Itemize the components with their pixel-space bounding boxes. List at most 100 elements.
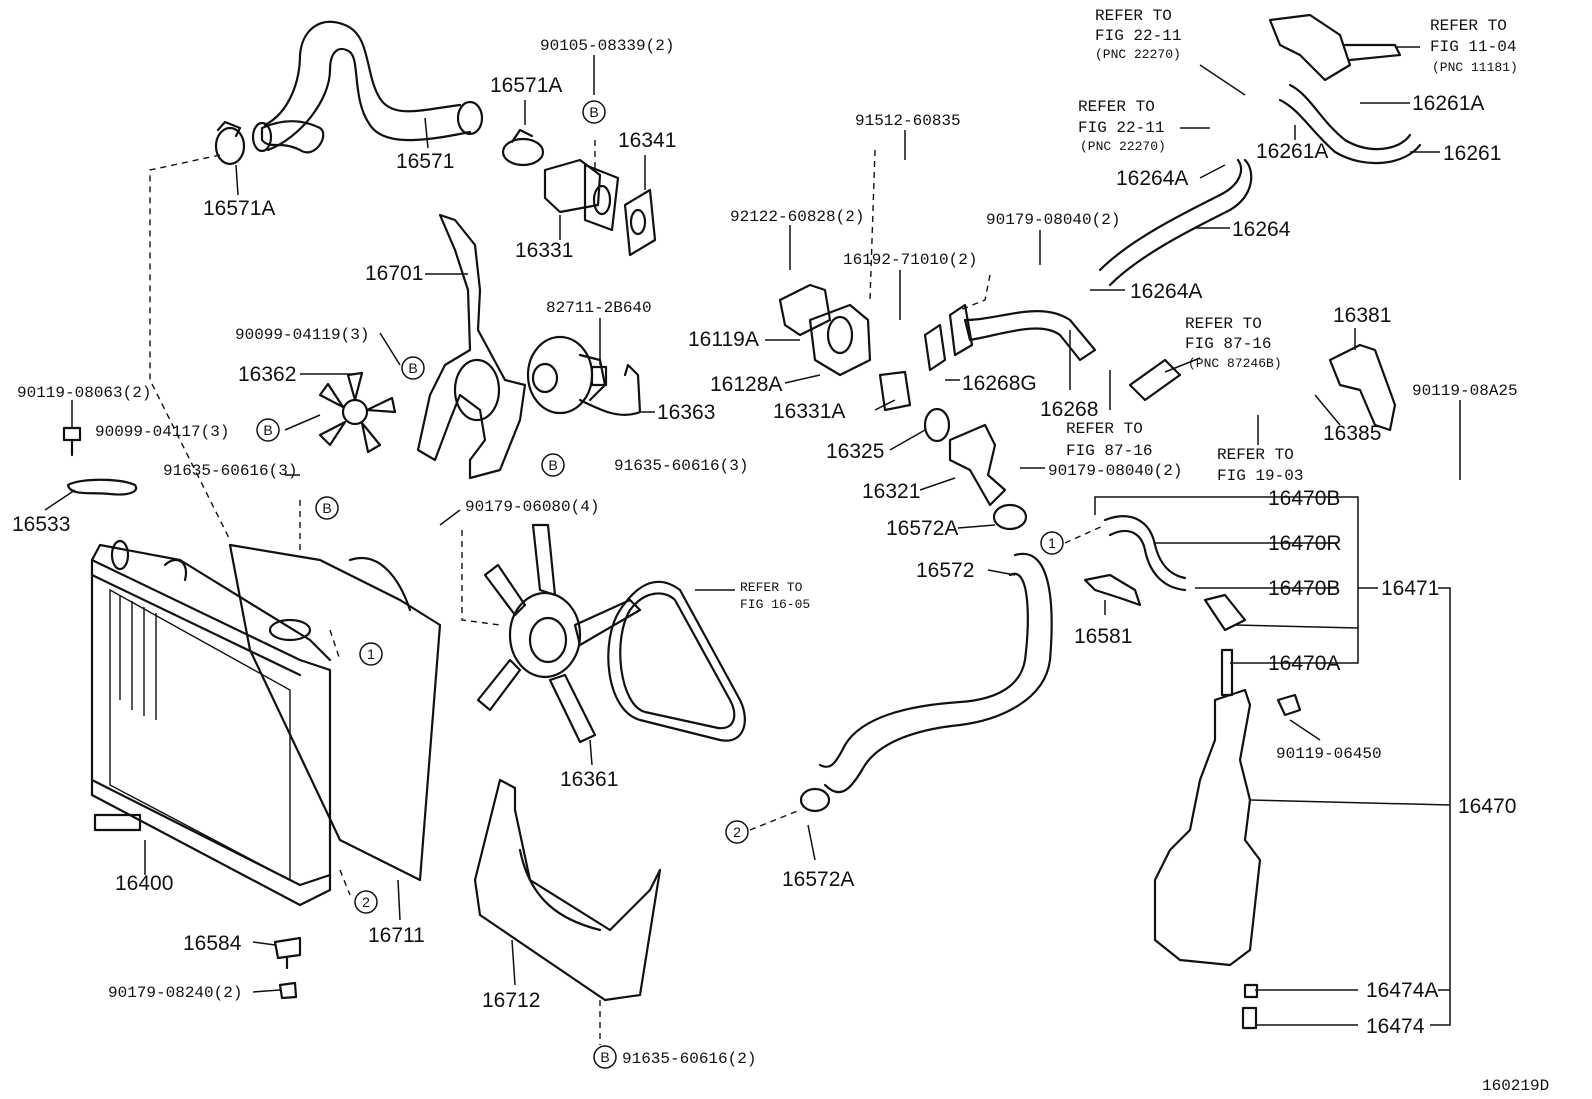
svg-text:B: B — [600, 1049, 609, 1065]
marker-1: 1 — [1040, 531, 1064, 555]
label-16321: 16321 — [862, 480, 920, 503]
grommet-16533 — [66, 478, 138, 496]
svg-text:(PNC 11181): (PNC 11181) — [1432, 60, 1518, 75]
svg-text:1: 1 — [1048, 535, 1056, 551]
water-inlet-16321 — [948, 423, 1028, 531]
svg-text:1: 1 — [367, 646, 375, 662]
leader-lines — [44, 46, 1461, 1026]
label-91635-60616-left: 91635-60616(3) — [163, 462, 297, 480]
label-90119-08063: 90119-08063(2) — [17, 384, 151, 402]
reservoir-hose-16470R — [1103, 515, 1187, 592]
cushion-16584 — [273, 936, 302, 970]
label-16331A: 16331A — [773, 400, 845, 423]
label-16361: 16361 — [560, 768, 618, 791]
label-16264A-top: 16264A — [1116, 167, 1188, 190]
label-16385: 16385 — [1323, 422, 1381, 445]
bypass-hose-16264 — [1098, 158, 1253, 287]
label-91512-60835: 91512-60835 — [855, 112, 961, 130]
label-16584: 16584 — [183, 932, 242, 955]
hose-clamp-16571A-top — [501, 128, 545, 167]
svg-text:REFER TO: REFER TO — [740, 580, 803, 595]
phantom-line — [749, 809, 801, 831]
label-16470B-bottom: 16470B — [1268, 577, 1340, 600]
water-bypass-pipe-16268 — [963, 310, 1097, 362]
marker-b: B — [315, 496, 339, 520]
label-16331: 16331 — [515, 239, 573, 262]
ref-fig-16-05: REFER TO FIG 16-05 — [740, 580, 810, 612]
svg-text:B: B — [263, 422, 272, 438]
fan-motor-16363 — [526, 335, 642, 416]
marker-b: B — [593, 1045, 617, 1069]
svg-text:REFER TO: REFER TO — [1430, 17, 1507, 35]
ref-fig-19-03: REFER TO FIG 19-03 — [1217, 446, 1303, 485]
svg-text:REFER TO: REFER TO — [1095, 7, 1172, 25]
marker-1: 1 — [359, 642, 383, 666]
fan-shroud-bracket-16701 — [416, 213, 527, 480]
phantom-line — [1064, 524, 1106, 544]
label-90179-08040-top: 90179-08040(2) — [986, 211, 1120, 229]
label-16470A: 16470A — [1268, 652, 1340, 675]
phantom-line — [959, 274, 991, 311]
label-16470R: 16470R — [1268, 532, 1342, 555]
svg-text:(PNC 87246B): (PNC 87246B) — [1188, 356, 1282, 371]
label-16581: 16581 — [1074, 625, 1132, 648]
phantom-line — [339, 869, 351, 896]
label-16119A: 16119A — [688, 328, 759, 351]
svg-text:FIG 87-16: FIG 87-16 — [1066, 442, 1152, 460]
label-16571A-top: 16571A — [490, 74, 562, 97]
ref-fig-87-16-bottom: REFER TO FIG 87-16 — [1066, 420, 1152, 460]
phantom-line — [869, 149, 876, 301]
lower-shroud-16712 — [473, 778, 662, 1002]
phantom-line — [461, 530, 501, 626]
thermostat-housing — [778, 283, 974, 443]
svg-text:B: B — [408, 360, 417, 376]
label-82711-2B640: 82711-2B640 — [546, 299, 652, 317]
marker-b: B — [401, 356, 425, 380]
bolt-90179-08240 — [278, 981, 298, 1000]
label-16474: 16474 — [1366, 1015, 1425, 1038]
marker-b: B — [541, 453, 565, 477]
label-16533: 16533 — [12, 513, 70, 536]
label-16363: 16363 — [657, 401, 715, 424]
label-90119-08A25: 90119-08A25 — [1412, 382, 1518, 400]
svg-text:REFER TO: REFER TO — [1066, 420, 1143, 438]
svg-text:FIG 19-03: FIG 19-03 — [1217, 467, 1303, 485]
figure-code: 160219D — [1482, 1077, 1549, 1095]
label-16192-71010: 16192-71010(2) — [843, 251, 977, 269]
svg-text:REFER TO: REFER TO — [1185, 315, 1262, 333]
label-91635-60616-right: 91635-60616(3) — [614, 457, 748, 475]
lower-radiator-hose-16572 — [799, 552, 1053, 813]
label-90179-08240: 90179-08240(2) — [108, 984, 242, 1002]
label-16711: 16711 — [368, 924, 425, 947]
label-16261: 16261 — [1443, 142, 1501, 165]
label-90099-04117: 90099-04117(3) — [95, 423, 229, 441]
marker-2: 2 — [725, 820, 749, 844]
tube-fig87-16 — [1128, 358, 1182, 402]
label-16474A: 16474A — [1366, 979, 1438, 1002]
label-16470B-top: 16470B — [1268, 487, 1340, 510]
marker-b: B — [256, 418, 280, 442]
label-16572A-top: 16572A — [886, 517, 958, 540]
label-16571A-left: 16571A — [203, 197, 275, 220]
bolt-90119-08063 — [62, 426, 82, 457]
svg-text:FIG 16-05: FIG 16-05 — [740, 597, 810, 612]
svg-text:2: 2 — [362, 894, 370, 910]
label-16571: 16571 — [396, 150, 454, 173]
label-16268: 16268 — [1040, 398, 1098, 421]
label-91635-60616-bottom: 91635-60616(2) — [622, 1050, 756, 1068]
label-16362: 16362 — [238, 363, 296, 386]
label-16701: 16701 — [365, 262, 423, 285]
label-90099-04119: 90099-04119(3) — [235, 326, 369, 344]
radiator-16400 — [90, 539, 332, 907]
ref-fig-11-04: REFER TO FIG 11-04 (PNC 11181) — [1430, 17, 1518, 75]
phantom-line — [149, 154, 231, 541]
label-16341: 16341 — [618, 129, 676, 152]
marker-2: 2 — [354, 890, 378, 914]
v-belt — [607, 580, 746, 742]
label-16572A-bottom: 16572A — [782, 868, 854, 891]
marker-b: B — [582, 100, 606, 124]
upper-radiator-hose-16571 — [251, 20, 484, 154]
label-16264: 16264 — [1232, 218, 1291, 241]
ref-fig-22-11-top: REFER TO FIG 22-11 (PNC 22270) — [1095, 7, 1181, 62]
